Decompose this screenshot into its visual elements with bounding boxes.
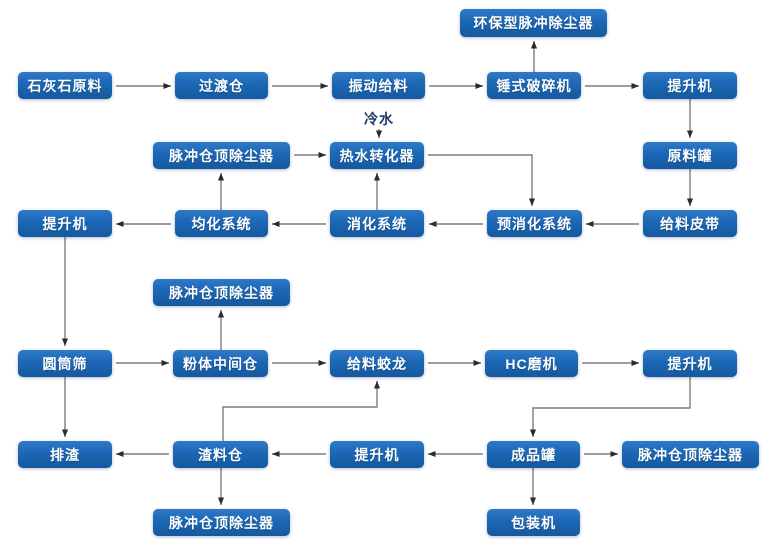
- node-slag-discharge: 排渣: [18, 441, 112, 468]
- node-pre-digestion-system: 预消化系统: [487, 210, 582, 237]
- node-pulse-bin-dust-3: 脉冲仓顶除尘器: [622, 441, 759, 468]
- node-pulse-bin-dust-1: 脉冲仓顶除尘器: [153, 142, 290, 169]
- node-feed-belt: 给料皮带: [643, 210, 737, 237]
- node-raw-material-tank: 原料罐: [643, 142, 737, 169]
- node-elevator-4: 提升机: [330, 441, 424, 468]
- node-product-tank: 成品罐: [487, 441, 580, 468]
- flow-arrow-elevator-3--product-tank: [529, 377, 691, 438]
- node-powder-middle-bin: 粉体中间仓: [173, 350, 268, 377]
- flow-arrow-hot-water-converter--pre-digestion-system: [428, 154, 536, 207]
- node-eco-pulse-dust-collector: 环保型脉冲除尘器: [460, 9, 607, 37]
- flow-arrow-slag-bin--feed-screw: [222, 380, 381, 441]
- node-elevator-2: 提升机: [18, 210, 112, 237]
- node-packing-machine: 包装机: [487, 509, 580, 536]
- node-limestone-raw: 石灰石原料: [18, 72, 112, 99]
- node-elevator-3: 提升机: [643, 350, 737, 377]
- node-hot-water-converter: 热水转化器: [330, 142, 424, 169]
- node-drum-screen: 圆筒筛: [18, 350, 112, 377]
- node-feed-screw: 给料蛟龙: [330, 350, 424, 377]
- node-pulse-bin-dust-4: 脉冲仓顶除尘器: [153, 509, 290, 536]
- node-homogenization-system: 均化系统: [175, 210, 268, 237]
- node-elevator-1: 提升机: [643, 72, 737, 99]
- node-digestion-system: 消化系统: [330, 210, 424, 237]
- node-hammer-crusher: 锤式破碎机: [487, 72, 581, 99]
- node-vibrating-feeder: 振动给料: [332, 72, 425, 99]
- node-hc-mill: HC磨机: [485, 350, 578, 377]
- node-transition-bin: 过渡仓: [175, 72, 268, 99]
- node-pulse-bin-dust-2: 脉冲仓顶除尘器: [153, 279, 290, 306]
- label-cold-water: 冷水: [364, 110, 394, 127]
- node-slag-bin: 渣料仓: [173, 441, 268, 468]
